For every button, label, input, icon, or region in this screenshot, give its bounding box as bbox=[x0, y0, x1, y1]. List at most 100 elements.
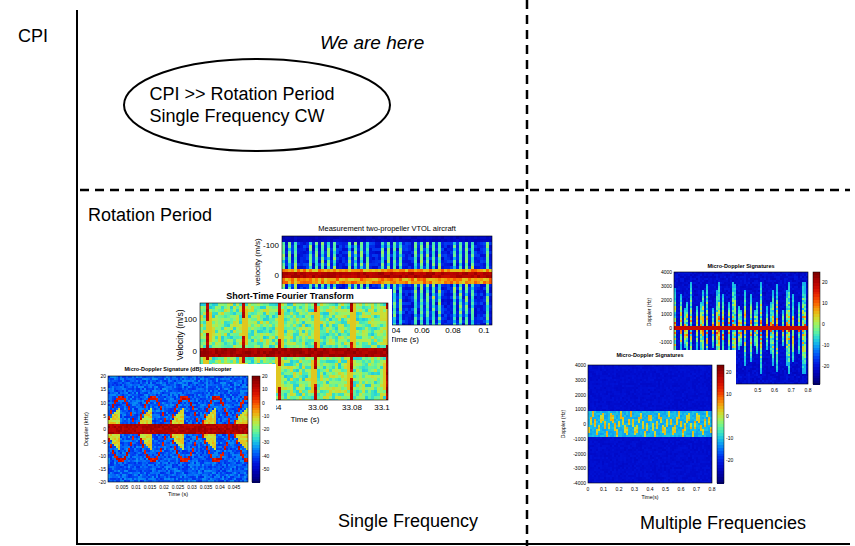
plot-title: Micro-Doppler Signatures bbox=[616, 353, 683, 359]
annotation: We are here bbox=[320, 33, 424, 52]
tick-label: 0.08 bbox=[445, 327, 461, 335]
spectrogram-image bbox=[588, 365, 712, 483]
node-text: CPI >> Rotation Period Single Frequency … bbox=[150, 83, 365, 128]
axis-label: Time(s) bbox=[642, 495, 659, 500]
colorbar bbox=[717, 365, 724, 484]
tick-label: -20 bbox=[99, 480, 106, 485]
tick-label: -4000 bbox=[573, 481, 586, 486]
tick-label: 0.6 bbox=[678, 487, 685, 492]
tick-label: 0 bbox=[193, 348, 197, 356]
plot-title: Micro-Doppler Signatures bbox=[707, 264, 774, 270]
tick-label: 0.6 bbox=[771, 388, 778, 393]
tick-label: -30 bbox=[262, 440, 269, 445]
spectrogram-image bbox=[282, 236, 492, 325]
tick-label: 0.7 bbox=[788, 388, 795, 393]
plot-frame bbox=[200, 303, 388, 400]
tick-label: 0.01 bbox=[131, 485, 141, 490]
tick-label: 0 bbox=[583, 422, 586, 427]
tick-label: 5 bbox=[103, 413, 106, 418]
axis-label: Time (s) bbox=[390, 336, 419, 344]
tick-label: 0.5 bbox=[754, 388, 761, 393]
tick-label: -50 bbox=[262, 466, 269, 471]
tick-label: 100 bbox=[184, 316, 197, 324]
tick-label: 0 bbox=[822, 322, 825, 327]
axis-label: Doppler (kHz) bbox=[84, 412, 90, 446]
axis-label: Velocity (m/s) bbox=[176, 309, 185, 360]
tick-label: 0.02 bbox=[159, 485, 169, 490]
frequency-axis bbox=[77, 543, 850, 545]
tick-label: 0.025 bbox=[172, 485, 185, 490]
tick-label: 20 bbox=[726, 370, 732, 375]
axis-label: velocity (m/s) bbox=[254, 238, 262, 285]
spectrogram-plot bbox=[556, 350, 736, 502]
tick-label: 20 bbox=[100, 374, 106, 379]
tick-label: 20 bbox=[822, 280, 828, 285]
tick-label: -10 bbox=[822, 343, 829, 348]
tick-label: 33.1 bbox=[374, 404, 390, 412]
tick-label: 0 bbox=[103, 427, 106, 432]
tick-label: 0.03 bbox=[187, 485, 197, 490]
tick-label: 0.015 bbox=[144, 485, 157, 490]
cpi-axis bbox=[76, 10, 78, 545]
axis-label: Time (s) bbox=[290, 416, 319, 424]
tick-label: -10 bbox=[262, 413, 269, 418]
colorbar-frame bbox=[252, 376, 260, 482]
quadrant-label: Rotation Period bbox=[88, 206, 212, 224]
tick-label: 0.5 bbox=[662, 487, 669, 492]
quadrant-label: Single Frequency bbox=[338, 512, 478, 530]
spectrogram-image bbox=[108, 376, 248, 482]
tick-label: 0 bbox=[275, 272, 279, 280]
tick-label: -20 bbox=[822, 364, 829, 369]
colorbar-frame bbox=[813, 272, 820, 384]
tick-label: 33.06 bbox=[308, 404, 328, 412]
tick-label: 0 bbox=[726, 414, 729, 419]
quadrant-divider bbox=[80, 189, 850, 192]
tick-label: -3000 bbox=[573, 466, 586, 471]
tick-label: -10 bbox=[726, 436, 733, 441]
tick-label: -5 bbox=[102, 440, 106, 445]
tick-label: 0.2 bbox=[616, 487, 623, 492]
tick-label: -20 bbox=[262, 427, 269, 432]
quadrant-label: Multiple Frequencies bbox=[640, 514, 806, 532]
tick-label: 1000 bbox=[575, 407, 586, 412]
tick-label: 10 bbox=[726, 392, 732, 397]
axis-label: CPI bbox=[18, 27, 48, 45]
plot-frame bbox=[588, 365, 712, 483]
tick-label: 0.8 bbox=[709, 487, 716, 492]
tick-label: -1000 bbox=[659, 340, 672, 345]
axis-label: Time (s) bbox=[168, 492, 188, 498]
tick-label: 0.8 bbox=[805, 388, 812, 393]
tick-label: 0 bbox=[587, 487, 590, 492]
tick-label: 0.045 bbox=[228, 485, 241, 490]
tick-label: 2000 bbox=[575, 392, 586, 397]
tick-label: 0 bbox=[262, 400, 265, 405]
spectrogram-image bbox=[674, 272, 808, 384]
quadrant-divider bbox=[526, 0, 529, 546]
tick-label: 0.7 bbox=[693, 487, 700, 492]
tick-label: 0.06 bbox=[414, 327, 430, 335]
spectrogram-plot bbox=[80, 364, 276, 504]
spectrogram-image bbox=[200, 303, 388, 400]
tick-label: 0 bbox=[669, 326, 672, 331]
axis-label: Doppler (Hz) bbox=[647, 298, 652, 326]
tick-label: 3000 bbox=[661, 284, 672, 289]
tick-label: 3000 bbox=[575, 377, 586, 382]
tick-label: -15 bbox=[99, 466, 106, 471]
tick-label: 0.4 bbox=[647, 487, 654, 492]
tick-label: -20 bbox=[726, 458, 733, 463]
tick-label: 0.04 bbox=[215, 485, 225, 490]
tick-label: 0.035 bbox=[200, 485, 213, 490]
tick-label: 0.1 bbox=[478, 327, 489, 335]
ellipse-outline bbox=[122, 57, 392, 153]
tick-label: -1000 bbox=[573, 436, 586, 441]
ellipse-node: CPI >> Rotation Period Single Frequency … bbox=[122, 57, 392, 153]
tick-label: 10 bbox=[262, 387, 268, 392]
tick-label: -40 bbox=[262, 453, 269, 458]
plot-frame bbox=[674, 272, 808, 384]
colorbar-frame bbox=[717, 365, 724, 483]
tick-label: 4000 bbox=[661, 270, 672, 275]
axis-label: Doppler (Hz) bbox=[561, 410, 566, 438]
tick-label: -10 bbox=[99, 453, 106, 458]
tick-label: 10 bbox=[822, 301, 828, 306]
